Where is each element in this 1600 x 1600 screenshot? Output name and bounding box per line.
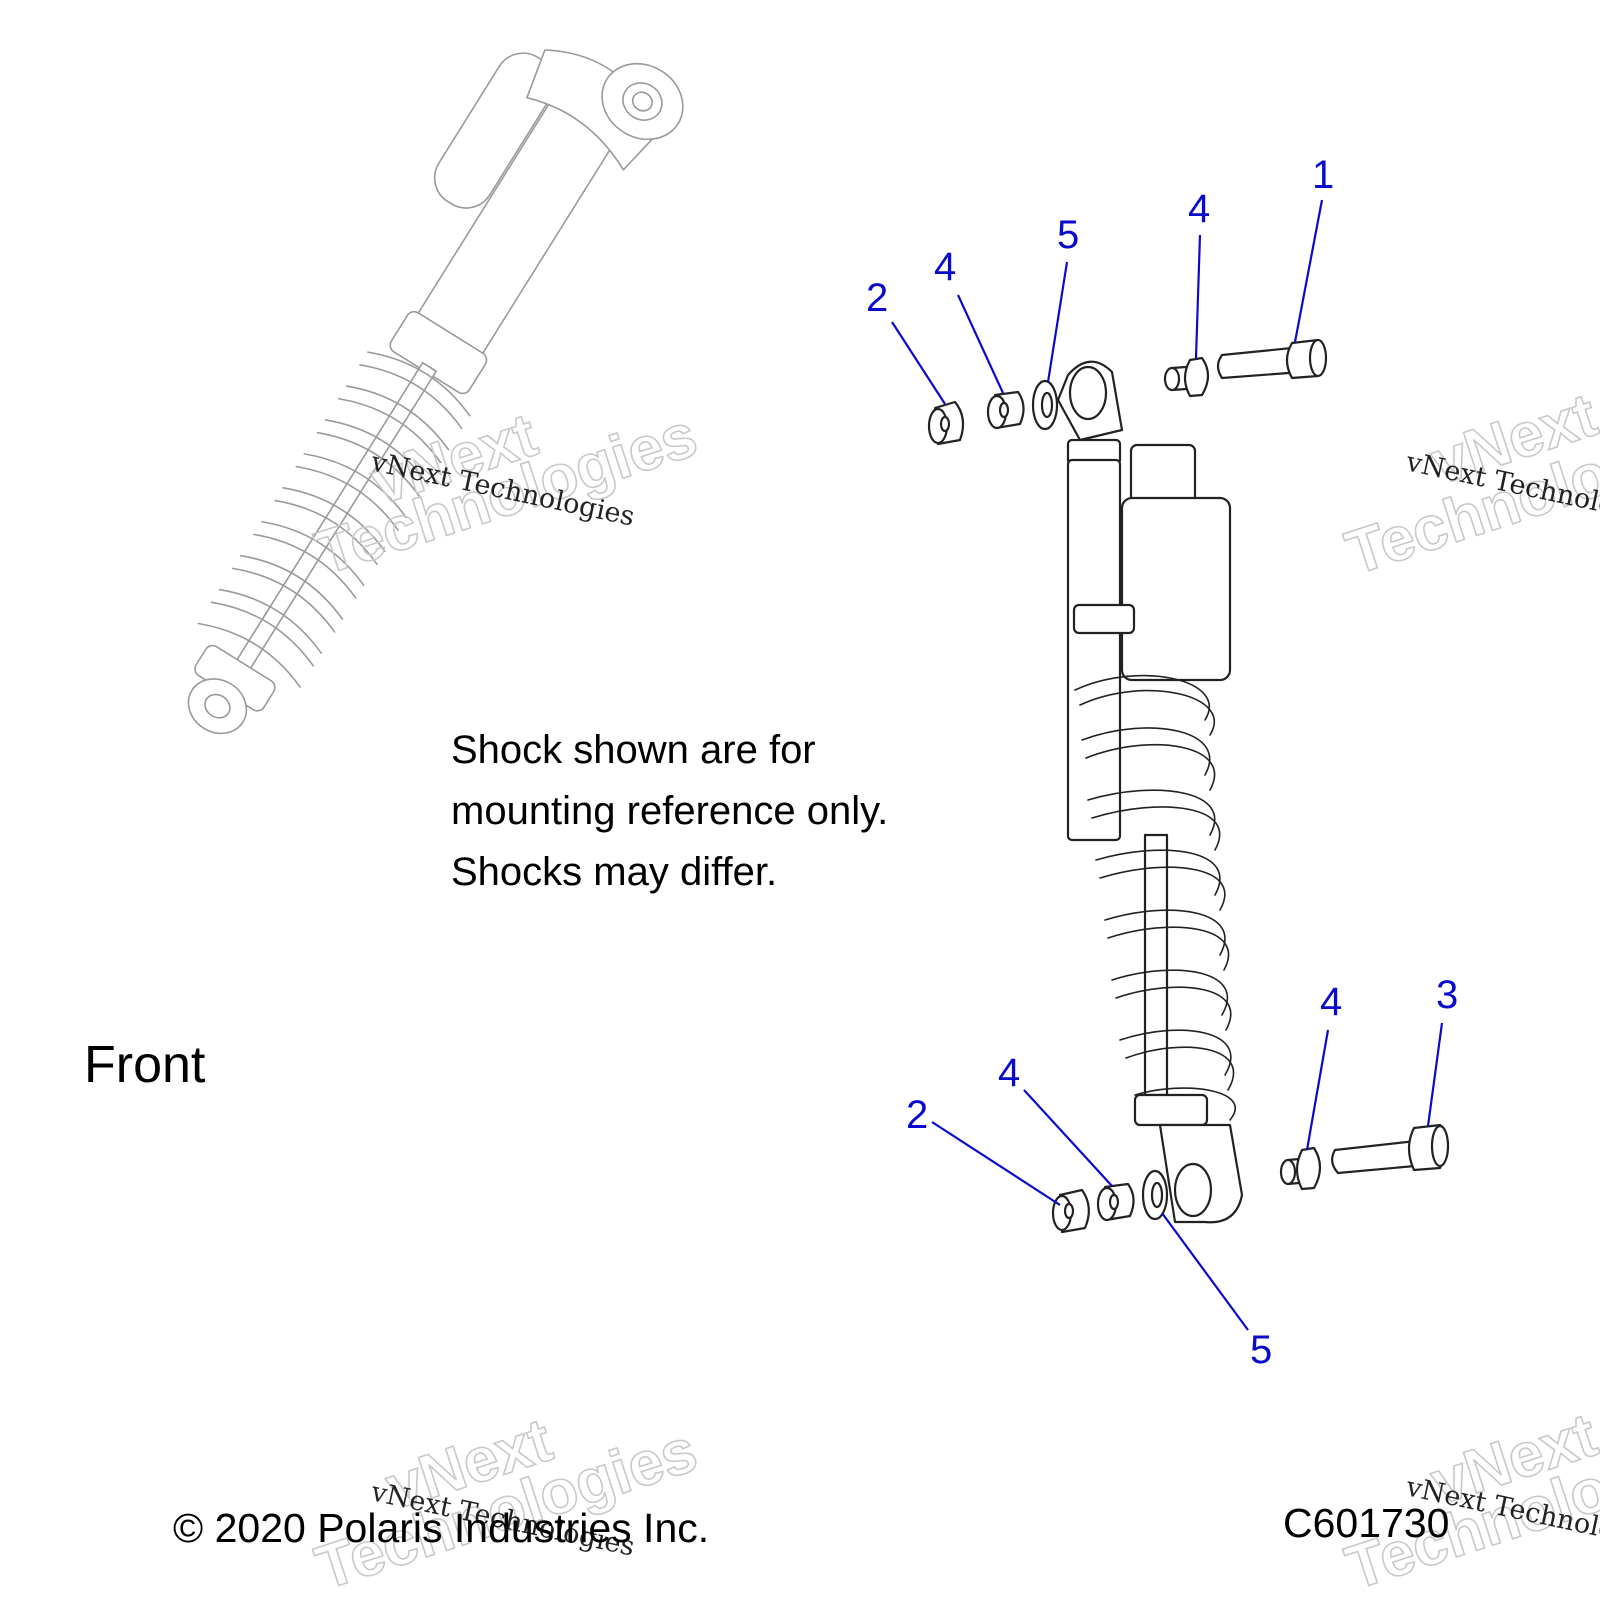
front-direction-label: Front: [84, 1036, 206, 1094]
callout-4-bottom-sleeve-left: 4: [998, 1051, 1020, 1095]
bottom-sleeve-left-part: [1096, 1182, 1135, 1222]
note-line-3: Shocks may differ.: [451, 850, 778, 894]
callout-4-bottom-sleeve-right: 4: [1320, 980, 1342, 1024]
callout-2-top-bushing: 2: [866, 276, 888, 320]
top-sleeve-right-part: [1163, 356, 1210, 398]
reference-shock-illustration: [187, 49, 684, 735]
bottom-bushing-left-part: [1051, 1188, 1090, 1234]
callout-5-top-washer: 5: [1057, 213, 1079, 257]
note-line-2: mounting reference only.: [451, 789, 889, 833]
watermark-bottom-left: vNext Technologies vNext Technologies: [307, 1405, 706, 1600]
top-washer-part: [1031, 379, 1059, 431]
bottom-bolt-part: [1331, 1123, 1450, 1175]
copyright-notice: © 2020 Polaris Industries Inc.: [173, 1505, 710, 1551]
note-line-1: Shock shown are for: [451, 728, 816, 772]
callout-3-bottom-bolt: 3: [1436, 973, 1458, 1017]
top-bolt-part: [1216, 338, 1328, 380]
callout-1-top-bolt: 1: [1312, 153, 1334, 197]
watermark-right: vNext Technologies vNext Technologies: [1337, 380, 1600, 589]
callout-2-bottom-bushing: 2: [906, 1093, 928, 1137]
figure-code: C601730: [1283, 1500, 1450, 1546]
top-mount-hardware: [927, 338, 1328, 446]
bottom-washer-part: [1141, 1169, 1169, 1221]
leader-lines: [891, 199, 1444, 1331]
bottom-mount-hardware: [1051, 1123, 1450, 1234]
mounting-reference-note: Shock shown are for mounting reference o…: [451, 720, 888, 903]
watermarks: vNext Technologies vNext Technologies vN…: [307, 380, 1600, 1600]
callout-5-bottom-washer: 5: [1250, 1328, 1272, 1372]
top-bushing-left-part: [927, 400, 965, 446]
callout-4-top-sleeve-left: 4: [934, 245, 956, 289]
top-sleeve-left-part: [986, 390, 1025, 430]
callout-numbers: 1 4 5 4 2 3 4 4 2 5: [866, 153, 1458, 1372]
callout-4-top-sleeve-right: 4: [1188, 187, 1210, 231]
bottom-sleeve-right-part: [1279, 1146, 1322, 1191]
watermark-upper-left: vNext Technologies vNext Technologies: [307, 400, 706, 589]
main-shock-illustration: [1056, 360, 1244, 1224]
